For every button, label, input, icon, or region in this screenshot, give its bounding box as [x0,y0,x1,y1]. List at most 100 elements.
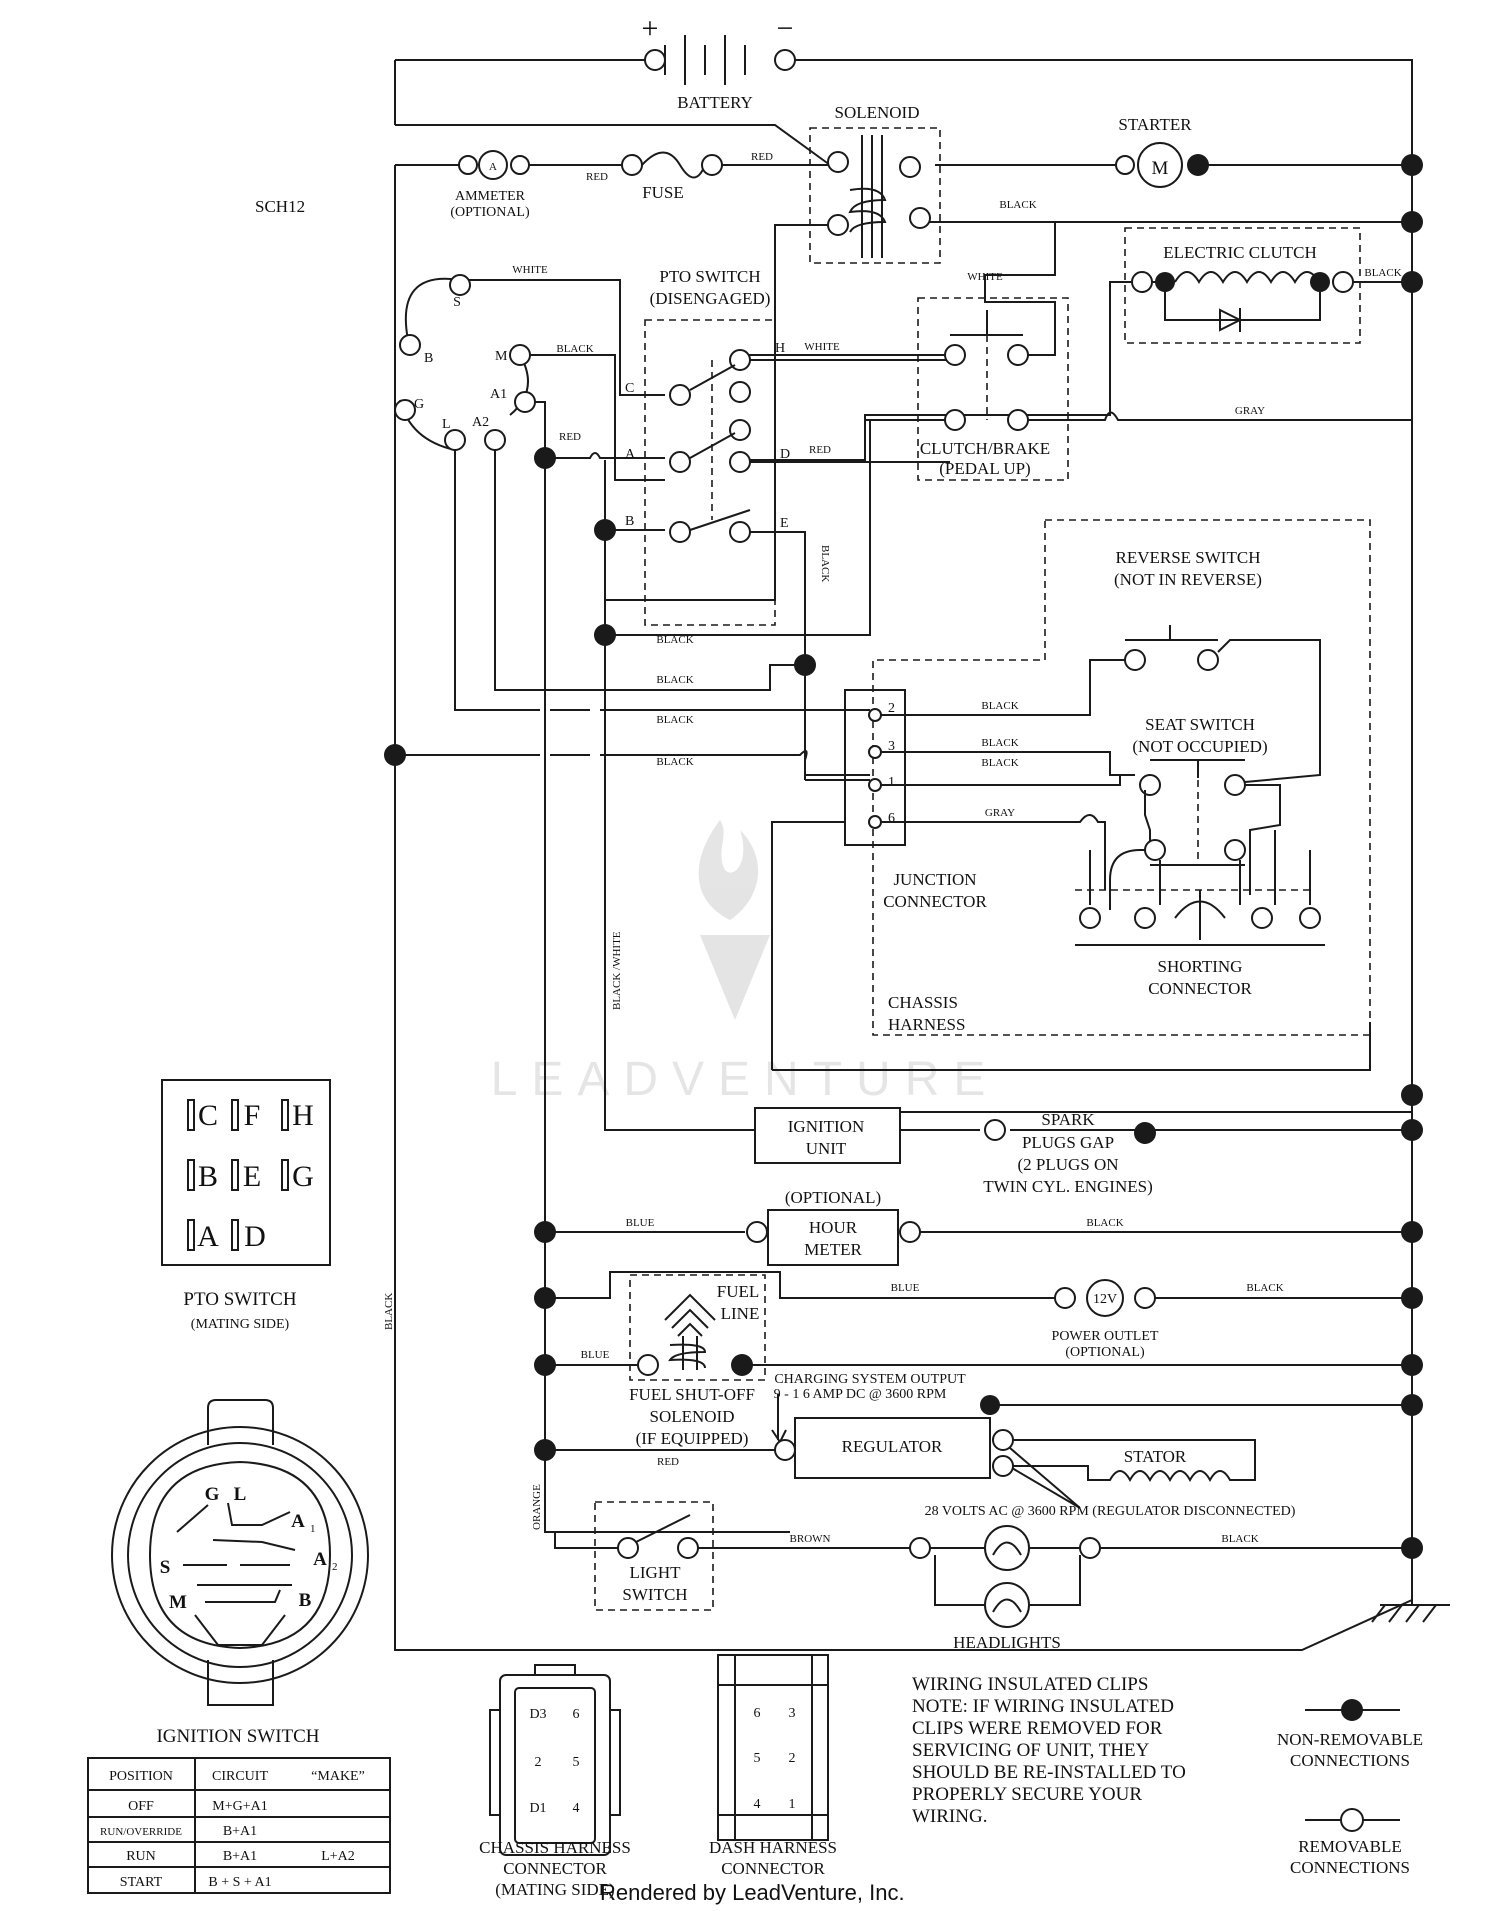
table-row-0-circuit: M+G+A1 [212,1799,267,1814]
power-outlet: 12V POWER OUTLET (OPTIONAL) [1052,1279,1159,1360]
footer-credit: Rendered by LeadVenture, Inc. [600,1880,905,1905]
fuel-solenoid: FUEL LINE FUEL SHUT-OFF SOLENOID (IF EQU… [629,1274,766,1448]
legend-non-removable-2: CONNECTIONS [1290,1751,1410,1770]
chassis-pin-d3: D3 [529,1707,546,1722]
dash-pin-2: 2 [789,1751,796,1766]
ignition-switch-table: POSITION CIRCUIT “MAKE” OFF M+G+A1 RUN/O… [87,1757,391,1894]
dash-pin-3: 3 [789,1706,796,1721]
note-line-6: PROPERLY SECURE YOUR [912,1784,1142,1805]
wire-red-1: RED [586,171,608,183]
wire-black-j2: BLACK [981,700,1018,712]
wire-white-top: WHITE [512,264,548,276]
clutch-brake-state: (PEDAL UP) [939,459,1030,478]
ign-term-m: M [495,349,508,364]
pto-mating-title: PTO SWITCH [183,1289,296,1310]
chassis-pin-2: 2 [535,1755,542,1770]
pto-term-e: E [780,516,789,531]
pto-term-b: B [625,514,634,529]
wire-black-white: BLACK /WHITE [611,931,623,1010]
reverse-switch: REVERSE SWITCH (NOT IN REVERSE) [1114,548,1321,783]
pto-grid-a: A [197,1220,219,1253]
spark-label-1: SPARK [1041,1110,1095,1129]
wire-black-4: BLACK [656,756,693,768]
pto-grid-c: C [198,1099,218,1132]
clutch-brake-label: CLUTCH/BRAKE [920,439,1050,458]
ign-term-s: S [453,295,461,310]
wire-black-clutch: BLACK [1364,267,1401,279]
table-row-2-position: RUN [126,1849,156,1864]
junction-label-2: CONNECTOR [883,892,987,911]
wire-black-j3: BLACK [981,737,1018,749]
pto-switch-state: (DISENGAGED) [650,289,771,308]
wire-white-mid: WHITE [967,271,1003,283]
fuel-solenoid-3: (IF EQUIPPED) [636,1429,749,1448]
battery-minus: − [777,12,794,45]
fuel-line-1: FUEL [717,1282,760,1301]
table-row-3-circuit: B + S + A1 [208,1875,271,1890]
ign-label-s: S [160,1557,171,1578]
seat-switch-label: SEAT SWITCH [1145,715,1255,734]
ign-term-g: G [414,397,424,412]
fuse: FUSE [621,151,723,202]
wire-black-2: BLACK [656,674,693,686]
table-row-0-position: OFF [128,1799,154,1814]
pto-term-h: H [775,341,785,356]
ign-label-m: M [169,1592,187,1613]
note-line-2: NOTE: IF WIRING INSULATED [912,1696,1174,1717]
legend-removable-1: REMOVABLE [1298,1837,1402,1856]
table-row-1-circuit: B+A1 [223,1824,257,1839]
wire-black-left: BLACK [383,1293,395,1330]
reverse-switch-state: (NOT IN REVERSE) [1114,570,1262,589]
table-row-2-make: L+A2 [321,1849,355,1864]
table-row-1-position: RUN/OVERRIDE [100,1826,182,1838]
wire-white-h: WHITE [804,341,840,353]
ign-term-a2: A2 [472,415,489,430]
ign-label-a2: A [313,1549,327,1570]
dash-harness-connector: 6 3 5 2 4 1 DASH HARNESS CONNECTOR [709,1654,837,1878]
pto-grid-h: H [292,1099,314,1132]
dash-pin-4: 4 [754,1797,761,1812]
table-header-position: POSITION [109,1769,173,1784]
wire-brown: BROWN [790,1533,831,1545]
wire-gray-j6: GRAY [985,807,1015,819]
seat-switch-state: (NOT OCCUPIED) [1132,737,1267,756]
seat-switch: SEAT SWITCH (NOT OCCUPIED) [1109,715,1281,910]
table-row-3-position: START [120,1875,163,1890]
chassis-pin-5: 5 [573,1755,580,1770]
junction-connector: 2 3 1 6 JUNCTION CONNECTOR [844,689,987,911]
spark-label-3: (2 PLUGS ON [1017,1155,1118,1174]
watermark: LEADVENTURE [491,820,985,1106]
junction-pin-3: 3 [888,739,895,754]
chassis-pin-4: 4 [573,1801,580,1816]
wire-blue-fs: BLUE [581,1349,610,1361]
junction-pin-2: 2 [888,701,895,716]
ammeter: A AMMETER (OPTIONAL) [450,150,530,220]
table-row-2-circuit: B+A1 [223,1849,257,1864]
ign-label-a1-sub: 1 [310,1523,316,1535]
regulator: REGULATOR [774,1395,1014,1479]
fuel-solenoid-2: SOLENOID [650,1407,735,1426]
ign-term-l: L [442,417,451,432]
reverse-switch-label: REVERSE SWITCH [1116,548,1261,567]
pto-term-a: A [625,447,636,462]
pto-term-d: D [780,447,790,462]
ign-label-a2-sub: 2 [332,1561,338,1573]
wire-red-a1: RED [559,431,581,443]
note-line-3: CLIPS WERE REMOVED FOR [912,1718,1163,1739]
stator: STATOR 28 VOLTS AC @ 3600 RPM (REGULATOR… [925,1439,1296,1519]
pto-grid-d: D [244,1220,266,1253]
chassis-harness-label-2: HARNESS [888,1015,965,1034]
wire-gray-top: GRAY [1235,405,1265,417]
ignition-unit-label-1: IGNITION [788,1117,864,1136]
ign-label-b: B [299,1590,312,1611]
diagram-id: SCH12 [255,197,305,216]
electric-clutch-label: ELECTRIC CLUTCH [1163,243,1316,262]
wire-red-d: RED [809,444,831,456]
wire-red-2: RED [751,151,773,163]
hour-meter-label-1: HOUR [809,1218,858,1237]
junction-pin-1: 1 [888,775,895,790]
notes: WIRING INSULATED CLIPS NOTE: IF WIRING I… [912,1674,1186,1827]
legend-removable-2: CONNECTIONS [1290,1858,1410,1877]
volts-ac-label: 28 VOLTS AC @ 3600 RPM (REGULATOR DISCON… [925,1504,1296,1519]
